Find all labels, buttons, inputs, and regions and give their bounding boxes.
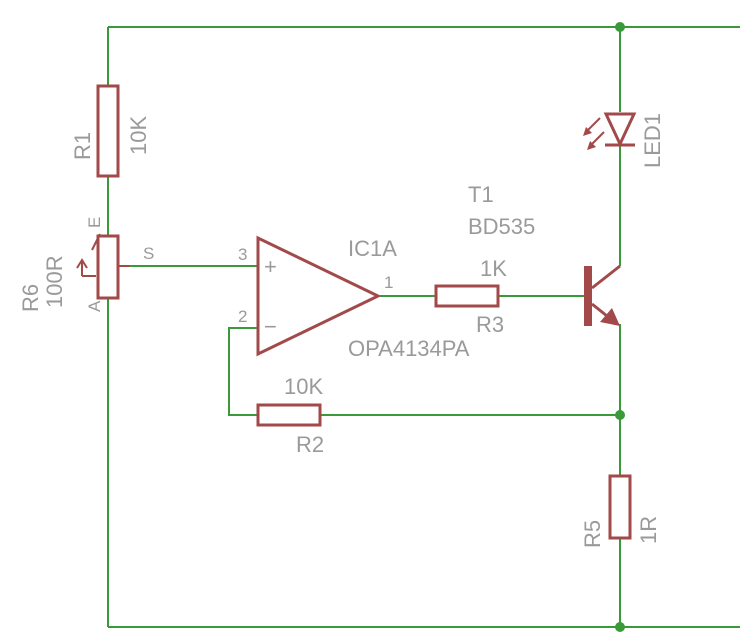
led-ray-2-head xyxy=(587,141,596,150)
r6-adjust-tick xyxy=(91,233,101,251)
led-ray-1-head xyxy=(583,127,592,136)
resistor-r3: 1K R3 xyxy=(434,256,507,337)
r5-body xyxy=(608,474,632,540)
r2-value: 10K xyxy=(284,374,323,399)
resistor-r1: R1 10K xyxy=(70,84,151,178)
wires xyxy=(107,26,740,628)
t1-name: T1 xyxy=(468,182,494,207)
transistor-t1: T1 BD535 xyxy=(468,182,621,326)
junction-bottom xyxy=(615,622,625,632)
r1-name: R1 xyxy=(70,132,95,160)
opamp-ic1a: + − 3 2 1 IC1A OPA4134PA xyxy=(238,235,470,361)
t1-base-bar xyxy=(584,266,592,326)
resistor-r2: 10K R2 xyxy=(256,374,324,457)
r3-body xyxy=(434,284,500,308)
led1-name: LED1 xyxy=(640,113,665,168)
r1-value: 10K xyxy=(126,116,151,155)
opamp-body xyxy=(256,235,382,357)
r6-pin-s: S xyxy=(143,244,154,263)
r3-name: R3 xyxy=(476,312,504,337)
r6-body xyxy=(96,234,120,300)
led-led1: LED1 xyxy=(583,112,665,168)
opamp-pin-1: 1 xyxy=(384,273,393,292)
ic1a-name: IC1A xyxy=(348,236,397,261)
led-triangle xyxy=(603,112,637,148)
ic1a-value: OPA4134PA xyxy=(348,336,470,361)
r6-arrow-head xyxy=(76,258,88,269)
r5-name: R5 xyxy=(580,520,605,548)
wire-pin2-feedback xyxy=(228,327,258,416)
r2-name: R2 xyxy=(296,432,324,457)
resistor-r5: R5 1R xyxy=(580,474,661,548)
junction-emitter xyxy=(615,410,625,420)
r6-name: R6 xyxy=(18,284,43,312)
opamp-pin-2: 2 xyxy=(238,307,247,326)
potentiometer-r6: E A S R6 100R xyxy=(18,217,154,312)
r3-value: 1K xyxy=(480,256,507,281)
opamp-plus-sign: + xyxy=(264,254,277,279)
t1-collector xyxy=(591,264,621,290)
r2-body xyxy=(256,403,322,427)
r6-value: 100R xyxy=(42,255,67,308)
r6-pin-a: A xyxy=(85,300,104,312)
opamp-pin-3: 3 xyxy=(238,245,247,264)
r5-value: 1R xyxy=(636,516,661,544)
r1-body xyxy=(96,84,120,178)
t1-emitter-arrow xyxy=(600,308,620,326)
opamp-minus-sign: − xyxy=(264,314,277,339)
junction-top xyxy=(615,22,625,32)
r6-pin-e: E xyxy=(85,217,104,228)
t1-value: BD535 xyxy=(468,214,535,239)
